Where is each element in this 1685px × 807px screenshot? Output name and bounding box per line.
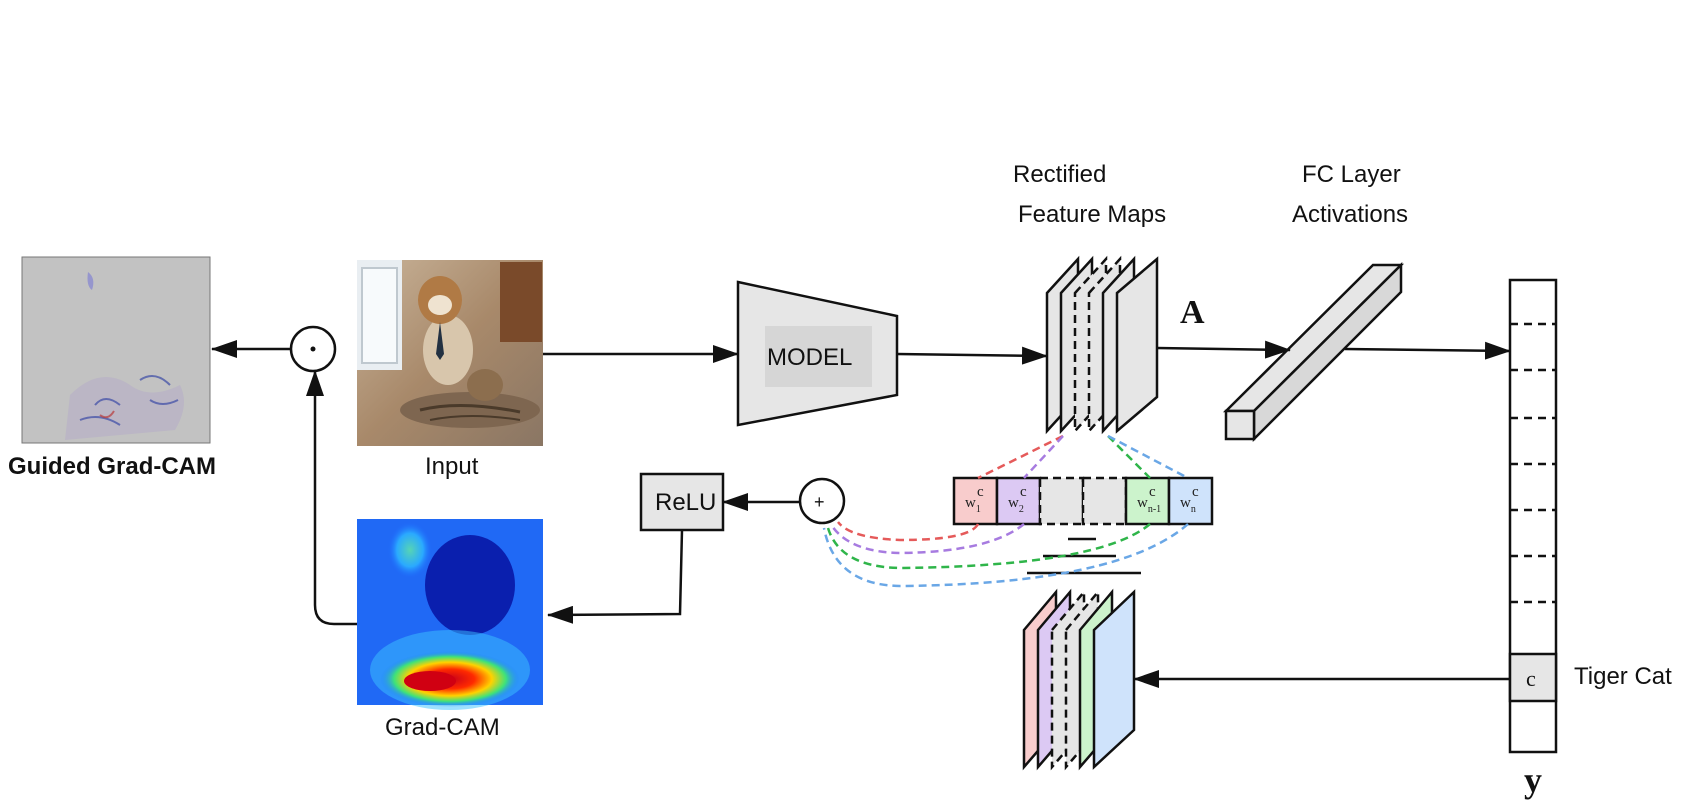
model-label: MODEL: [767, 344, 852, 371]
gradient-feature-maps: [1022, 588, 1136, 771]
guided-gradcam-image: [21, 256, 211, 444]
input-image: [357, 260, 543, 446]
fc-label-line2: Activations: [1292, 201, 1408, 228]
weight-cell: [1124, 476, 1171, 526]
input-label: Input: [425, 453, 479, 480]
gradcam-label: Grad-CAM: [385, 714, 500, 741]
relu-label: ReLU: [655, 489, 716, 516]
flow-arrows: [211, 340, 1511, 688]
arrow-fc-to-output: [1344, 341, 1511, 360]
arrow-model-to-features: [896, 346, 1048, 365]
sum-symbol: +: [814, 492, 825, 512]
fc-label-line1: FC Layer: [1302, 161, 1401, 188]
connector-green-bottom: [826, 523, 1151, 570]
weight-cell: [952, 476, 999, 526]
weight-cell: [1167, 476, 1214, 526]
rectified-label-line2: Feature Maps: [1018, 201, 1166, 228]
fc-layer-block: [1222, 261, 1405, 443]
weight-cell: [995, 476, 1042, 526]
class-name-label: Tiger Cat: [1574, 663, 1672, 690]
connector-blue-top: [1107, 434, 1189, 480]
gradcam-heatmap: [357, 519, 543, 710]
weight-superscript: c: [1020, 484, 1027, 500]
connector-red-bottom: [837, 521, 980, 542]
weight-superscript: c: [977, 484, 984, 500]
weight-cell: [1038, 476, 1085, 526]
weight-cell: [1081, 476, 1128, 526]
class-cell: [1508, 652, 1558, 703]
feature-map-symbol: A: [1180, 294, 1205, 331]
weight-connectors: [822, 434, 1189, 588]
arrow-relu-to-gradcam: [547, 529, 684, 624]
model-block: MODEL: [736, 280, 899, 427]
guided-gradcam-label: Guided Grad-CAM: [8, 453, 216, 480]
arrow-features-to-fc: [1156, 340, 1291, 359]
rectified-feature-maps: [1045, 255, 1159, 435]
weight-superscript: c: [1192, 484, 1199, 500]
output-symbol: y: [1524, 760, 1542, 800]
connector-green-top: [1107, 435, 1151, 479]
arrow-gradcam-to-hadamard: [306, 370, 357, 626]
hadamard-dot: [310, 346, 316, 352]
connector-purple-top: [1023, 435, 1064, 479]
output-vector: c: [1508, 278, 1558, 754]
rectified-label-line1: Rectified: [1013, 161, 1106, 188]
connector-blue-bottom: [822, 523, 1189, 588]
connector-purple-bottom: [830, 523, 1025, 555]
class-cell-label: c: [1526, 666, 1536, 691]
weight-superscript: c: [1149, 484, 1156, 500]
connector-red-top: [977, 434, 1064, 480]
